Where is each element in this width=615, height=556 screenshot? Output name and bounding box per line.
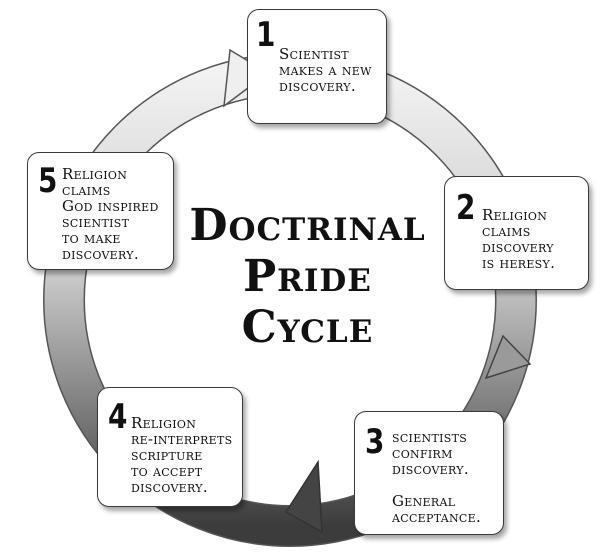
step-line: scientists [392,428,468,446]
step-line: God inspired [62,197,159,215]
step-line: scripture [131,446,203,464]
step-text: Religion re-interprets scripture to acce… [131,415,233,495]
step-box-1: 1 Scientist makes a new discovery. [247,9,387,124]
step-box-3: 3 scientists confirm discovery. General … [354,411,504,535]
step-line: claims [482,222,531,240]
step-line: Religion [482,206,548,224]
step-number: 3 [365,422,385,462]
step-text: Religion claims discovery is heresy. [482,207,555,271]
step-text: Religion claims God inspired scientist t… [62,166,159,262]
step-line: Scientist [279,45,349,63]
arrow-head-right [484,334,532,380]
step-line: Religion [131,414,197,432]
step-line: to make [62,229,121,247]
step-line: to accept [131,462,203,480]
step-line: discovery. [131,478,208,496]
step-number: 4 [108,397,128,437]
step-line: acceptance. [392,508,482,526]
step-text: scientists confirm discovery. General ac… [392,429,481,525]
step-line-gap [392,477,481,493]
step-line: discovery [482,238,554,256]
diagram-title: Doctrinal Pride Cycle [0,200,615,353]
title-line: Cycle [241,302,374,353]
step-line: confirm [392,444,453,462]
step-line: discovery. [392,460,469,478]
step-number: 1 [256,15,276,55]
step-line: Religion [62,165,128,183]
step-line: claims [62,181,111,199]
step-line: makes a new [279,61,372,79]
step-line: re-interprets [131,430,233,448]
step-box-2: 2 Religion claims discovery is heresy. [444,176,589,290]
title-line: Pride [243,251,372,302]
arrow-head-bottom [284,459,323,534]
step-text: Scientist makes a new discovery. [279,46,372,94]
title-line: Doctrinal [189,200,426,251]
step-line: discovery. [62,245,139,263]
step-line: discovery. [279,77,356,95]
step-number: 5 [38,161,58,201]
step-box-4: 4 Religion re-interprets scripture to ac… [97,387,243,507]
step-box-5: 5 Religion claims God inspired scientist… [27,152,174,270]
step-line: is heresy. [482,254,556,272]
step-line: scientist [62,213,130,231]
step-line: General [392,492,456,510]
step-number: 2 [456,188,476,228]
